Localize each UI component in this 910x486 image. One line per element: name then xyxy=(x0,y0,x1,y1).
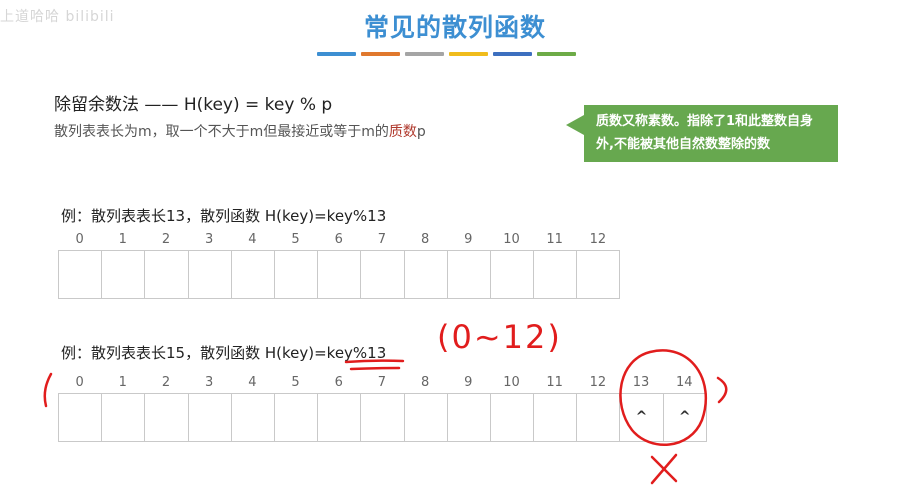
hash-table-slot xyxy=(189,394,232,441)
hash-table-slot xyxy=(491,251,535,298)
hash-table-slot xyxy=(145,394,189,441)
title-color-bar xyxy=(317,52,576,56)
slot-index-label: 0 xyxy=(75,232,84,247)
slot-index-label: 6 xyxy=(334,375,343,390)
example-2-table: ^^ xyxy=(58,393,707,442)
slot-index-label: 2 xyxy=(161,375,171,390)
hash-table-slot xyxy=(405,251,448,298)
formula-dash: —— xyxy=(139,95,184,115)
slot-index-label: 6 xyxy=(334,232,343,247)
hash-table-slot xyxy=(232,394,275,441)
hash-table-slot xyxy=(189,251,232,298)
slot-index-label: 14 xyxy=(675,375,693,390)
example-2-label-prefix: 例：散列表表长15，散列函数 H(key)= xyxy=(61,344,327,362)
hash-table-slot xyxy=(448,394,491,441)
example-2-label: 例：散列表表长15，散列函数 H(key)=key%13 xyxy=(61,342,386,363)
example-1-label: 例：散列表表长13，散列函数 H(key)=key%13 xyxy=(61,207,387,225)
hash-table-slot xyxy=(491,394,535,441)
hash-table-slot: ^ xyxy=(664,394,707,441)
hash-table-slot xyxy=(577,394,621,441)
slot-index-label: 2 xyxy=(161,232,171,247)
cross-mark-stroke xyxy=(650,455,678,483)
hash-table-slot xyxy=(577,251,621,298)
callout-pointer xyxy=(566,115,584,135)
slot-index-label: 0 xyxy=(75,375,84,390)
hash-table-slot xyxy=(102,251,146,298)
slot-index-label: 7 xyxy=(377,375,387,390)
slot-index-label: 13 xyxy=(632,375,650,390)
hash-table-slot xyxy=(59,394,103,441)
slot-index-label: 12 xyxy=(589,375,607,390)
hash-table-slot xyxy=(145,251,189,298)
hash-table-slot xyxy=(318,251,362,298)
slot-index-label: 4 xyxy=(248,375,257,390)
hash-table-slot xyxy=(275,394,319,441)
hash-table-slot: ^ xyxy=(620,394,664,441)
slot-index-label: 3 xyxy=(205,375,214,390)
slot-index-label: 7 xyxy=(377,232,387,247)
prime-highlight: 质数 xyxy=(388,124,417,140)
slot-index-label: 8 xyxy=(420,375,430,390)
slot-index-label: 1 xyxy=(118,232,127,247)
color-bar-segment xyxy=(317,52,356,56)
prime-definition-callout: 质数又称素数。指除了1和此整数自身外,不能被其他自然数整除的数 xyxy=(584,105,838,162)
slot-index-label: 5 xyxy=(291,232,300,247)
slide-title: 常见的散列函数 xyxy=(363,13,546,42)
watermark: 上道哈哈 bilibili xyxy=(0,9,115,25)
color-bar-segment xyxy=(493,52,532,56)
hash-table-slot xyxy=(102,394,146,441)
slot-index-label: 10 xyxy=(503,232,520,247)
slot-index-label: 11 xyxy=(546,375,563,390)
right-bracket-stroke xyxy=(716,376,728,404)
slot-index-label: 9 xyxy=(464,375,473,390)
color-bar-segment xyxy=(449,52,488,56)
cross-mark-stroke xyxy=(650,453,678,485)
slot-index-label: 5 xyxy=(291,375,300,390)
color-bar-segment xyxy=(361,52,400,56)
hash-table-slot xyxy=(232,251,275,298)
hash-table-slot xyxy=(534,394,578,441)
example-1-table xyxy=(58,250,621,299)
color-bar-segment xyxy=(405,52,444,56)
slot-index-label: 9 xyxy=(464,232,473,247)
formula-line: 除留余数法 —— H(key) = key % p xyxy=(54,90,332,115)
hash-table-slot xyxy=(318,394,362,441)
example-2-label-underlined: key%13 xyxy=(326,344,387,362)
method-name: 除留余数法 xyxy=(54,95,139,115)
left-bracket-stroke xyxy=(43,372,53,408)
slot-index-label: 11 xyxy=(546,232,563,247)
hash-table-slot xyxy=(448,251,491,298)
handwritten-range-note: (0~12) xyxy=(437,318,562,356)
hash-table-slot xyxy=(361,251,405,298)
hash-table-slot xyxy=(59,251,103,298)
formula-expression: H(key) = key % p xyxy=(183,95,333,115)
description-prefix: 散列表表长为m，取一个不大于m但最接近或等于m的 xyxy=(54,124,389,140)
slot-index-label: 1 xyxy=(118,375,127,390)
hash-table-slot xyxy=(534,251,578,298)
slot-index-label: 4 xyxy=(248,232,257,247)
slot-index-label: 12 xyxy=(589,232,607,247)
description-suffix: p xyxy=(416,124,426,140)
slot-index-label: 3 xyxy=(205,232,214,247)
color-bar-segment xyxy=(537,52,576,56)
underline-stroke xyxy=(349,366,401,371)
slot-index-label: 10 xyxy=(503,375,520,390)
description: 散列表表长为m，取一个不大于m但最接近或等于m的质数p xyxy=(54,121,426,141)
hash-table-slot xyxy=(275,251,319,298)
hash-table-slot xyxy=(361,394,405,441)
hash-table-slot xyxy=(405,394,448,441)
slot-index-label: 8 xyxy=(420,232,430,247)
